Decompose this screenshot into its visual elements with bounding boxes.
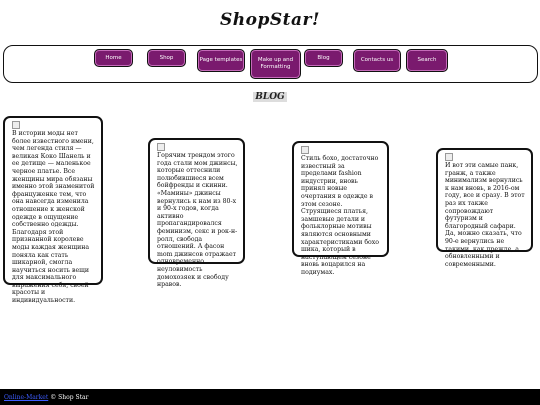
broken-image-icon xyxy=(157,143,165,151)
blog-card-2: Горячим трендом этого года стали мом джи… xyxy=(148,138,245,288)
blog-card-text: Горячим трендом этого года стали мом джи… xyxy=(157,152,238,289)
broken-image-icon xyxy=(301,146,309,154)
nav-page-templates-button[interactable]: Page templates xyxy=(197,49,245,72)
footer-copyright: © Shop Star xyxy=(50,393,89,401)
section-title-text: BLOG xyxy=(253,92,287,102)
nav-contacts-button[interactable]: Contacts us xyxy=(353,49,401,72)
section-title: BLOG xyxy=(0,92,540,102)
main-nav: Home Shop Page templates Make up and For… xyxy=(3,45,538,83)
broken-image-icon xyxy=(12,121,20,129)
blog-card-text: И вот эти самые панк, гранж, а также мин… xyxy=(445,162,525,268)
blog-card-text: В истории моды нет более известного имен… xyxy=(12,130,95,305)
nav-makeup-formatting-button[interactable]: Make up and Formatting xyxy=(250,49,301,79)
nav-blog-button[interactable]: Blog xyxy=(304,49,343,67)
footer-link[interactable]: Online-Market xyxy=(4,393,49,401)
broken-image-icon xyxy=(445,153,453,161)
nav-shop-button[interactable]: Shop xyxy=(147,49,186,67)
blog-card-3: Стиль бохо, достаточно известный за пред… xyxy=(292,141,389,276)
site-logo[interactable]: ShopStar! xyxy=(220,10,320,30)
nav-home-button[interactable]: Home xyxy=(94,49,133,67)
site-footer: Online-Market © Shop Star xyxy=(0,389,540,405)
blog-card-1: В истории моды нет более известного имен… xyxy=(3,116,103,304)
nav-search-button[interactable]: Search xyxy=(406,49,448,72)
blog-card-4: И вот эти самые панк, гранж, а также мин… xyxy=(436,148,533,268)
blog-card-text: Стиль бохо, достаточно известный за пред… xyxy=(301,155,380,276)
